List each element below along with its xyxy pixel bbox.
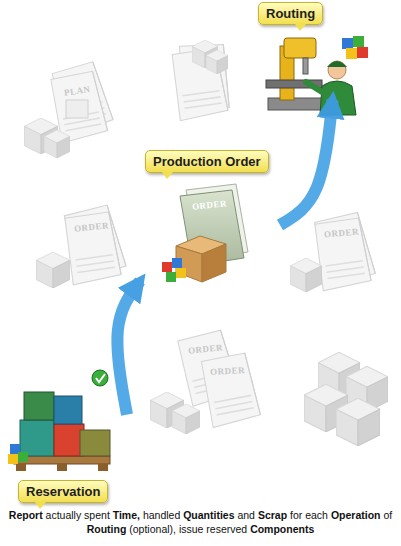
machine-spindle (303, 58, 308, 74)
check-mark (96, 374, 105, 382)
stock-box (54, 396, 82, 424)
color-cube (8, 454, 18, 464)
check-badge (92, 370, 108, 386)
machine-head (284, 38, 316, 58)
callout-node: Routing (245, 0, 370, 100)
stock-box (24, 392, 54, 420)
faded-order-papers (290, 211, 376, 292)
color-cube (353, 36, 364, 47)
faded-order-papers (172, 40, 236, 121)
faded-paper (201, 352, 261, 428)
pallet-foot (16, 464, 26, 471)
worker-arm (306, 82, 322, 92)
color-cube (162, 262, 172, 272)
faded-cube (290, 258, 321, 292)
reservation-icon (8, 370, 110, 471)
stock-box (80, 430, 110, 456)
faded-cube (36, 252, 69, 288)
routing-icon (266, 36, 368, 115)
pallet-foot (98, 464, 108, 471)
faded-plan-papers (24, 60, 114, 158)
faded-plan-sketch (66, 100, 88, 118)
faded-order-papers (150, 329, 261, 434)
flow-arrow (117, 281, 140, 415)
worker-head (328, 61, 346, 79)
faded-paper (315, 218, 371, 291)
machine-base (268, 98, 322, 110)
callout-node: Reservation (10, 365, 127, 507)
callout-node: Production Order (140, 148, 280, 288)
flow-arrow (280, 100, 333, 225)
color-cube (172, 258, 182, 268)
stock-box (20, 420, 54, 456)
callout-label: Routing (258, 2, 323, 25)
faded-cube (336, 398, 380, 446)
color-cube (18, 452, 28, 462)
color-cube (357, 47, 368, 58)
faded-cube (206, 50, 228, 74)
caption: Report actually spent Time, handled Quan… (4, 508, 397, 536)
color-cube (176, 268, 186, 278)
color-cube (346, 48, 357, 59)
pallet-top (14, 456, 110, 464)
faded-cube (44, 130, 70, 158)
callout-label: Reservation (18, 480, 108, 503)
pallet-foot (57, 464, 67, 471)
production-order-icon (162, 184, 248, 282)
callout-label: Production Order (145, 150, 269, 173)
color-cube (342, 38, 353, 49)
faded-cube (172, 404, 200, 434)
worker-body (320, 81, 356, 115)
faded-paper (65, 212, 121, 285)
parcel-right (202, 244, 226, 282)
paper-title: ORDER (210, 365, 245, 377)
faded-order-papers (36, 204, 127, 288)
color-cube (166, 272, 176, 282)
faded-stock-boxes (304, 352, 388, 446)
worker-cap (327, 61, 347, 67)
